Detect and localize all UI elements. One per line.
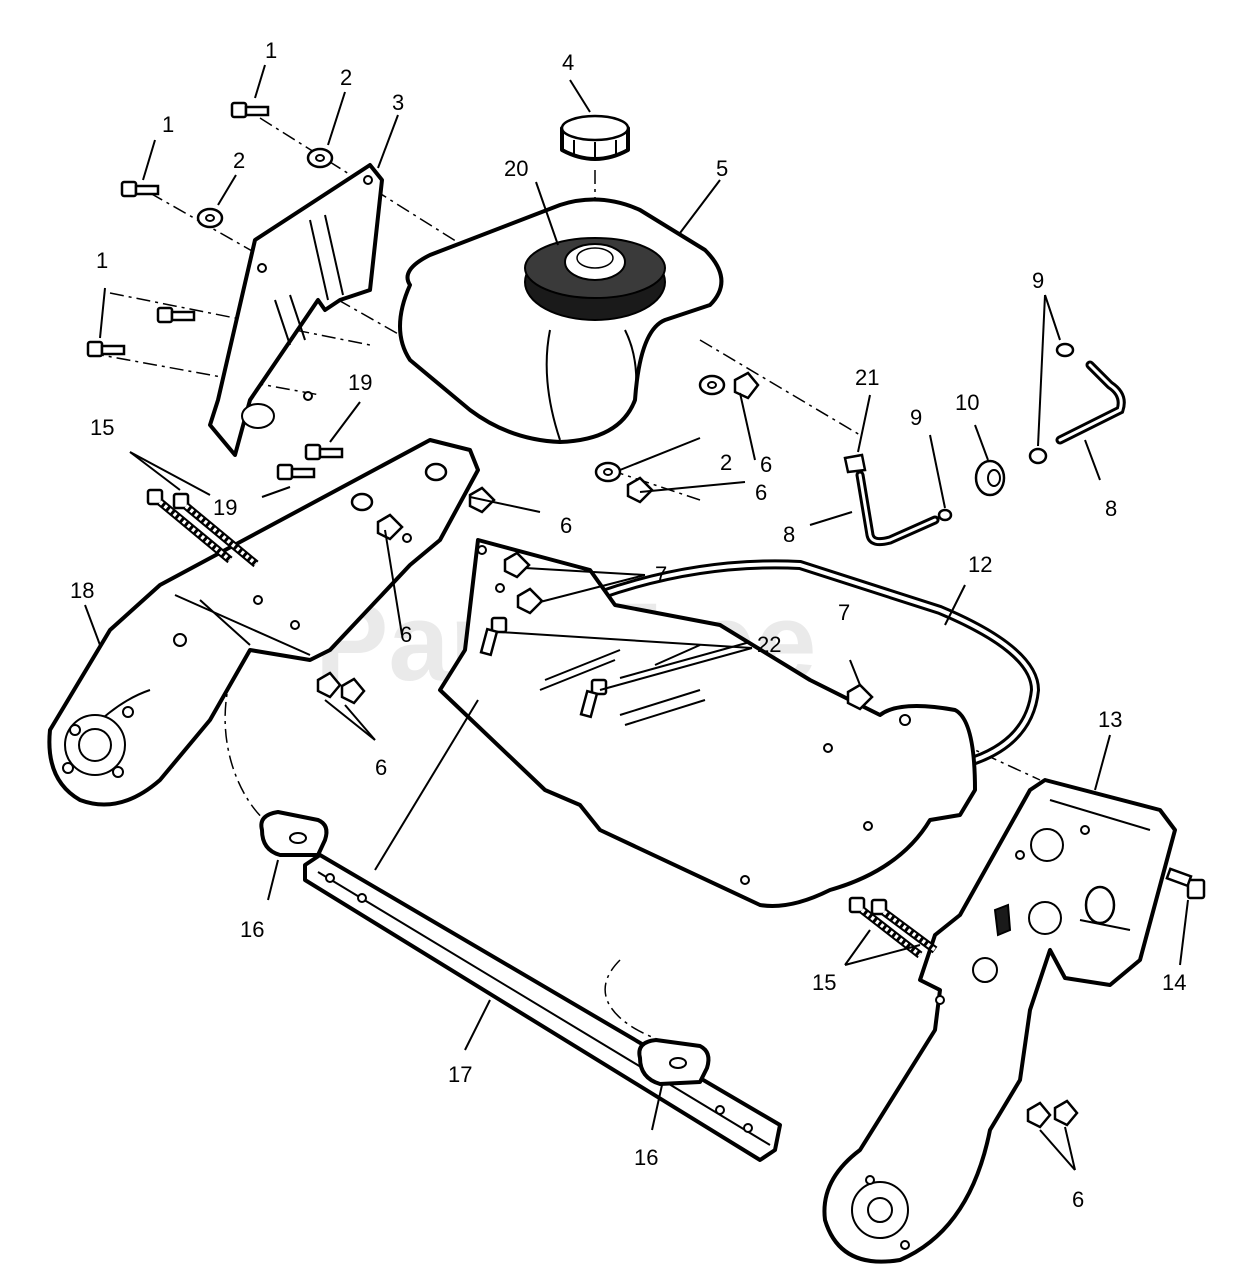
nut-6b <box>626 476 654 504</box>
washer-2d <box>594 461 622 483</box>
bolt-22a <box>479 616 508 657</box>
ferrule-c <box>1055 342 1075 358</box>
ferrule-b <box>1028 447 1048 465</box>
left-side-frame <box>47 438 480 807</box>
bracket-plate <box>208 163 384 457</box>
right-side-frame <box>822 778 1177 1264</box>
bolt-19a <box>304 443 344 461</box>
rod-clip <box>843 453 867 474</box>
nut-6g <box>316 671 342 699</box>
callout-1a: 1 <box>265 38 277 63</box>
washer-6f <box>350 492 374 512</box>
clip-right <box>637 1038 711 1086</box>
washer-2c <box>698 374 726 396</box>
callout-8a: 8 <box>783 522 795 547</box>
rod-right <box>1055 360 1126 445</box>
callout-16b: 16 <box>634 1145 658 1170</box>
callout-1b: 1 <box>162 112 174 137</box>
leader-lines <box>84 64 1189 1171</box>
callout-2b: 2 <box>233 148 245 173</box>
callout-labels: 1 1 1 2 2 2 3 4 5 6 6 6 6 6 6 7 7 8 8 9 … <box>70 38 1186 1212</box>
callout-3: 3 <box>392 90 404 115</box>
washer-2a <box>306 147 334 169</box>
callout-9b: 9 <box>1032 268 1044 293</box>
callout-9a: 9 <box>910 405 922 430</box>
nut-6i <box>1026 1101 1052 1129</box>
callout-13: 13 <box>1098 707 1122 732</box>
clip-left <box>259 810 329 857</box>
bolt-15b <box>172 492 259 568</box>
callout-20: 20 <box>504 156 528 181</box>
callout-22: 22 <box>757 632 781 657</box>
rod-left <box>855 470 940 547</box>
nut-6d <box>376 513 404 541</box>
bolt-19b <box>276 463 316 481</box>
callout-6f: 6 <box>1072 1187 1084 1212</box>
filler-neck <box>524 237 666 321</box>
washer-6e <box>424 462 448 482</box>
nut-7a <box>503 551 531 579</box>
callout-6d: 6 <box>400 622 412 647</box>
bolt-1d <box>86 340 126 358</box>
bolt-1a <box>230 101 270 119</box>
callout-2c: 2 <box>720 450 732 475</box>
callout-1c: 1 <box>96 248 108 273</box>
handle-loop <box>595 559 1041 765</box>
cross-bar <box>303 853 782 1162</box>
callout-6b: 6 <box>760 452 772 477</box>
nut-6h <box>340 677 366 705</box>
callout-21: 21 <box>855 365 879 390</box>
callout-6e: 6 <box>375 755 387 780</box>
nut-6a <box>733 371 760 400</box>
callout-19b: 19 <box>213 495 237 520</box>
callout-15a: 15 <box>90 415 114 440</box>
fuel-cap <box>560 114 630 161</box>
callout-18: 18 <box>70 578 94 603</box>
bolt-1b <box>120 180 160 198</box>
callout-7b: 7 <box>838 600 850 625</box>
callout-7a: 7 <box>655 562 667 587</box>
bolt-14 <box>1165 867 1206 900</box>
nut-6j <box>1053 1099 1079 1127</box>
bolt-22b <box>579 678 608 719</box>
chute-plate <box>438 538 977 908</box>
bolt-15a <box>146 488 233 564</box>
bolt-1c <box>156 306 196 324</box>
callout-16a: 16 <box>240 917 264 942</box>
ferrule-a <box>937 508 953 522</box>
nut-7b <box>516 587 544 615</box>
callout-4: 4 <box>562 50 574 75</box>
callout-15b: 15 <box>812 970 836 995</box>
callout-10: 10 <box>955 390 979 415</box>
callout-12: 12 <box>968 552 992 577</box>
callout-2a: 2 <box>340 65 352 90</box>
washer-2b <box>196 207 224 229</box>
callout-19a: 19 <box>348 370 372 395</box>
callout-6c: 6 <box>560 513 572 538</box>
callout-8b: 8 <box>1105 496 1117 521</box>
grommet <box>974 459 1006 497</box>
nut-7c <box>846 683 874 711</box>
callout-6a: 6 <box>755 480 767 505</box>
bolt-15d <box>870 898 938 954</box>
callout-14: 14 <box>1162 970 1186 995</box>
callout-5: 5 <box>716 156 728 181</box>
callout-17: 17 <box>448 1062 472 1087</box>
